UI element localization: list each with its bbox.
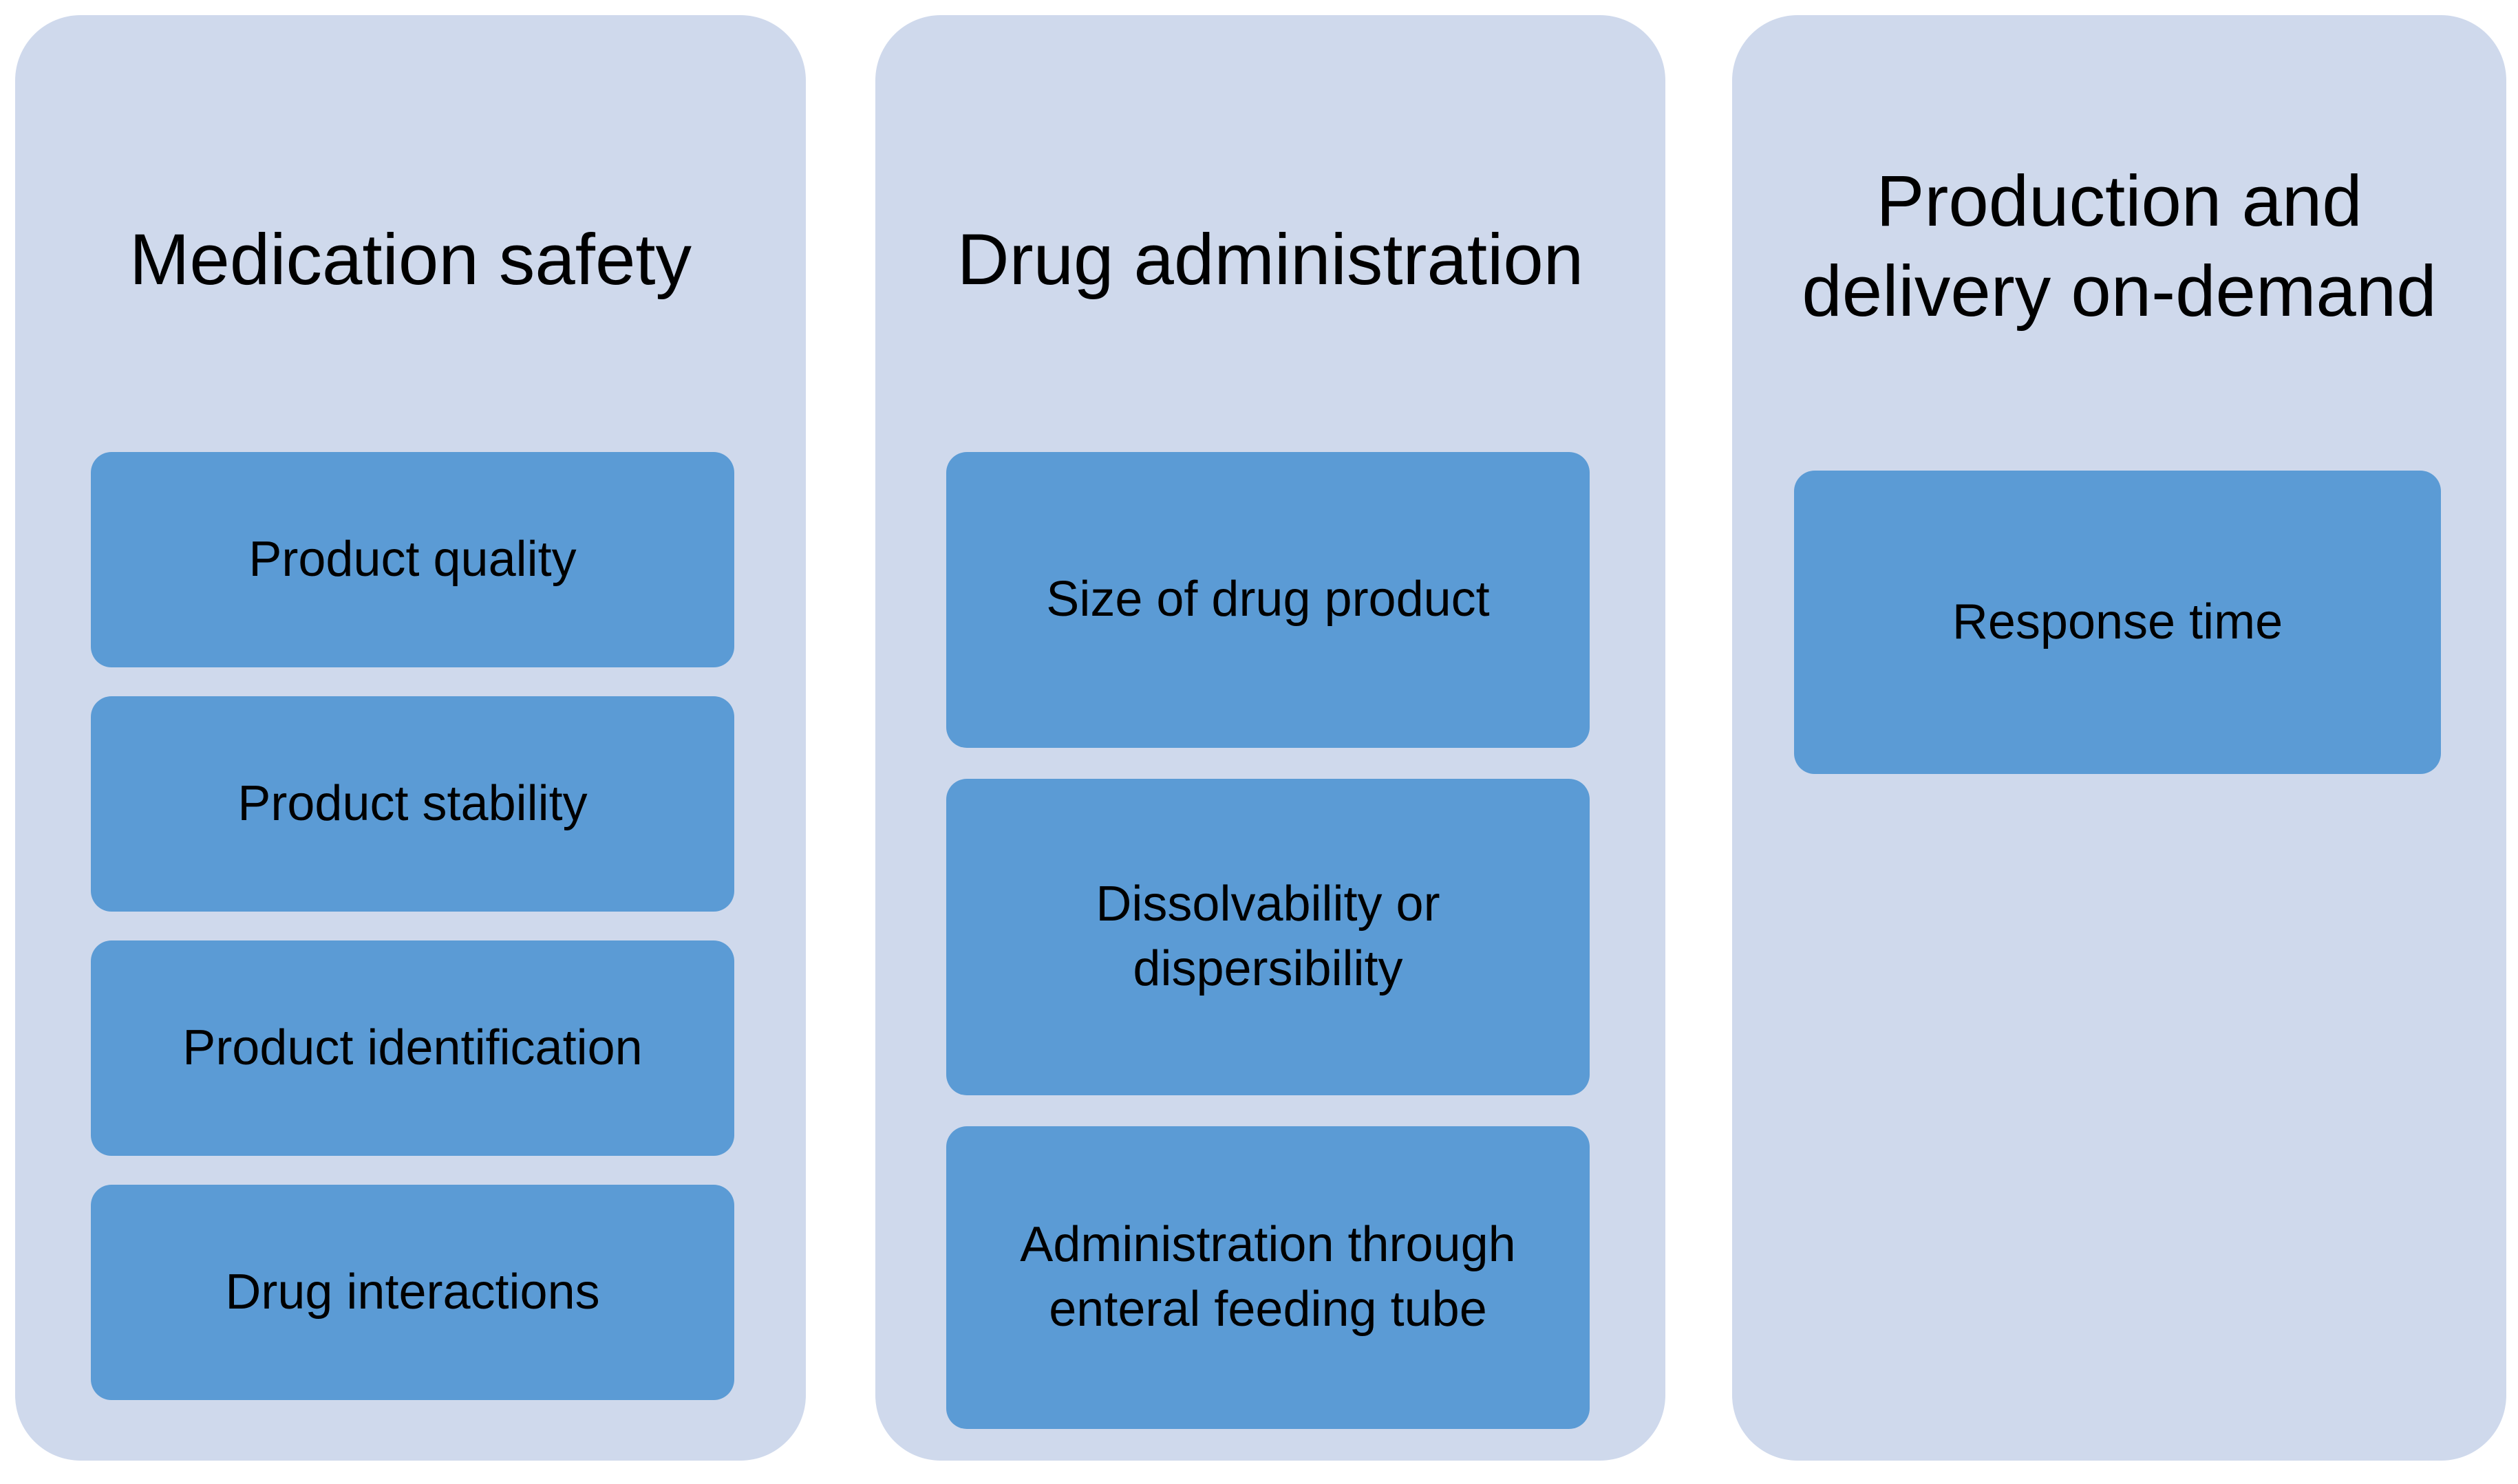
- item-box-product-quality: Product quality: [91, 452, 734, 667]
- column-production-delivery-on-demand: Production and delivery on-demand Respon…: [1732, 15, 2506, 1461]
- column-drug-administration: Drug administration Size of drug product…: [875, 15, 1665, 1461]
- item-box-product-stability: Product stability: [91, 696, 734, 912]
- column-title: Production and delivery on-demand: [1802, 161, 2437, 332]
- item-box-size-of-drug-product: Size of drug product: [946, 452, 1590, 748]
- item-box-product-identification: Product identification: [91, 940, 734, 1156]
- item-box-drug-interactions: Drug interactions: [91, 1185, 734, 1400]
- column-medication-safety: Medication safety Product quality Produc…: [15, 15, 806, 1461]
- column-title: Drug administration: [957, 219, 1584, 300]
- item-box-administration-enteral-feeding-tube: Administration through enteral feeding t…: [946, 1126, 1590, 1429]
- item-box-dissolvability-or-dispersibility: Dissolvability or dispersibility: [946, 779, 1590, 1095]
- column-title: Medication safety: [129, 219, 692, 300]
- item-box-response-time: Response time: [1794, 471, 2441, 774]
